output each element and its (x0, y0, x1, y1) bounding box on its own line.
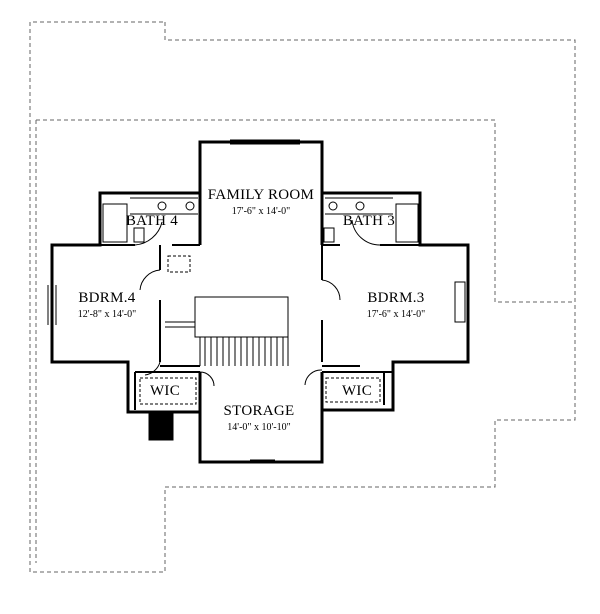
room-dims-storage: 14'-0" x 10'-10" (227, 422, 290, 433)
door-bdrm4 (139, 269, 161, 291)
roof-outline (29, 21, 576, 573)
room-name-bath3: BATH 3 (343, 213, 395, 229)
door-bdrm3 (321, 279, 341, 301)
stair-opening (194, 296, 289, 338)
room-dims-family: 17'-6" x 14'-0" (232, 206, 290, 217)
door-storage (199, 371, 215, 387)
door-bath4 (134, 221, 163, 246)
attic-access (167, 255, 191, 273)
tub-bath4 (102, 203, 128, 243)
room-name-storage: STORAGE (224, 403, 295, 419)
room-name-bath4: BATH 4 (126, 213, 178, 229)
sink-bath4-a (157, 201, 167, 211)
room-name-wic4: WIC (150, 383, 180, 399)
door-wic3 (304, 369, 323, 386)
door-bath3 (351, 219, 381, 246)
tub-bath3 (395, 203, 419, 243)
bdrm4-wall (50, 191, 202, 414)
room-name-wic3: WIC (342, 383, 372, 399)
room-name-family: FAMILY ROOM (208, 187, 314, 203)
room-dims-bdrm4: 12'-8" x 14'-0" (78, 309, 136, 320)
room-name-bdrm4: BDRM.4 (78, 290, 135, 306)
chimney (148, 413, 174, 441)
storage-wall (198, 372, 324, 464)
walls (50, 140, 470, 464)
labels: FAMILY ROOM 17'-6" x 14'-0" BATH 4 BATH … (78, 187, 425, 433)
room-dims-bdrm3: 17'-6" x 14'-0" (367, 309, 425, 320)
sink-bath4-b (185, 201, 195, 211)
toilet-bath4 (133, 227, 145, 243)
window-bdrm3 (454, 281, 466, 323)
details (47, 139, 466, 461)
sink-bath3-b (355, 201, 365, 211)
partitions (100, 244, 420, 410)
sink-bath3-a (328, 201, 338, 211)
room-name-bdrm3: BDRM.3 (367, 290, 424, 306)
door-wic4 (144, 361, 161, 376)
stairs (199, 337, 289, 366)
bdrm3-wall (320, 191, 470, 412)
toilet-bath3 (323, 227, 335, 243)
